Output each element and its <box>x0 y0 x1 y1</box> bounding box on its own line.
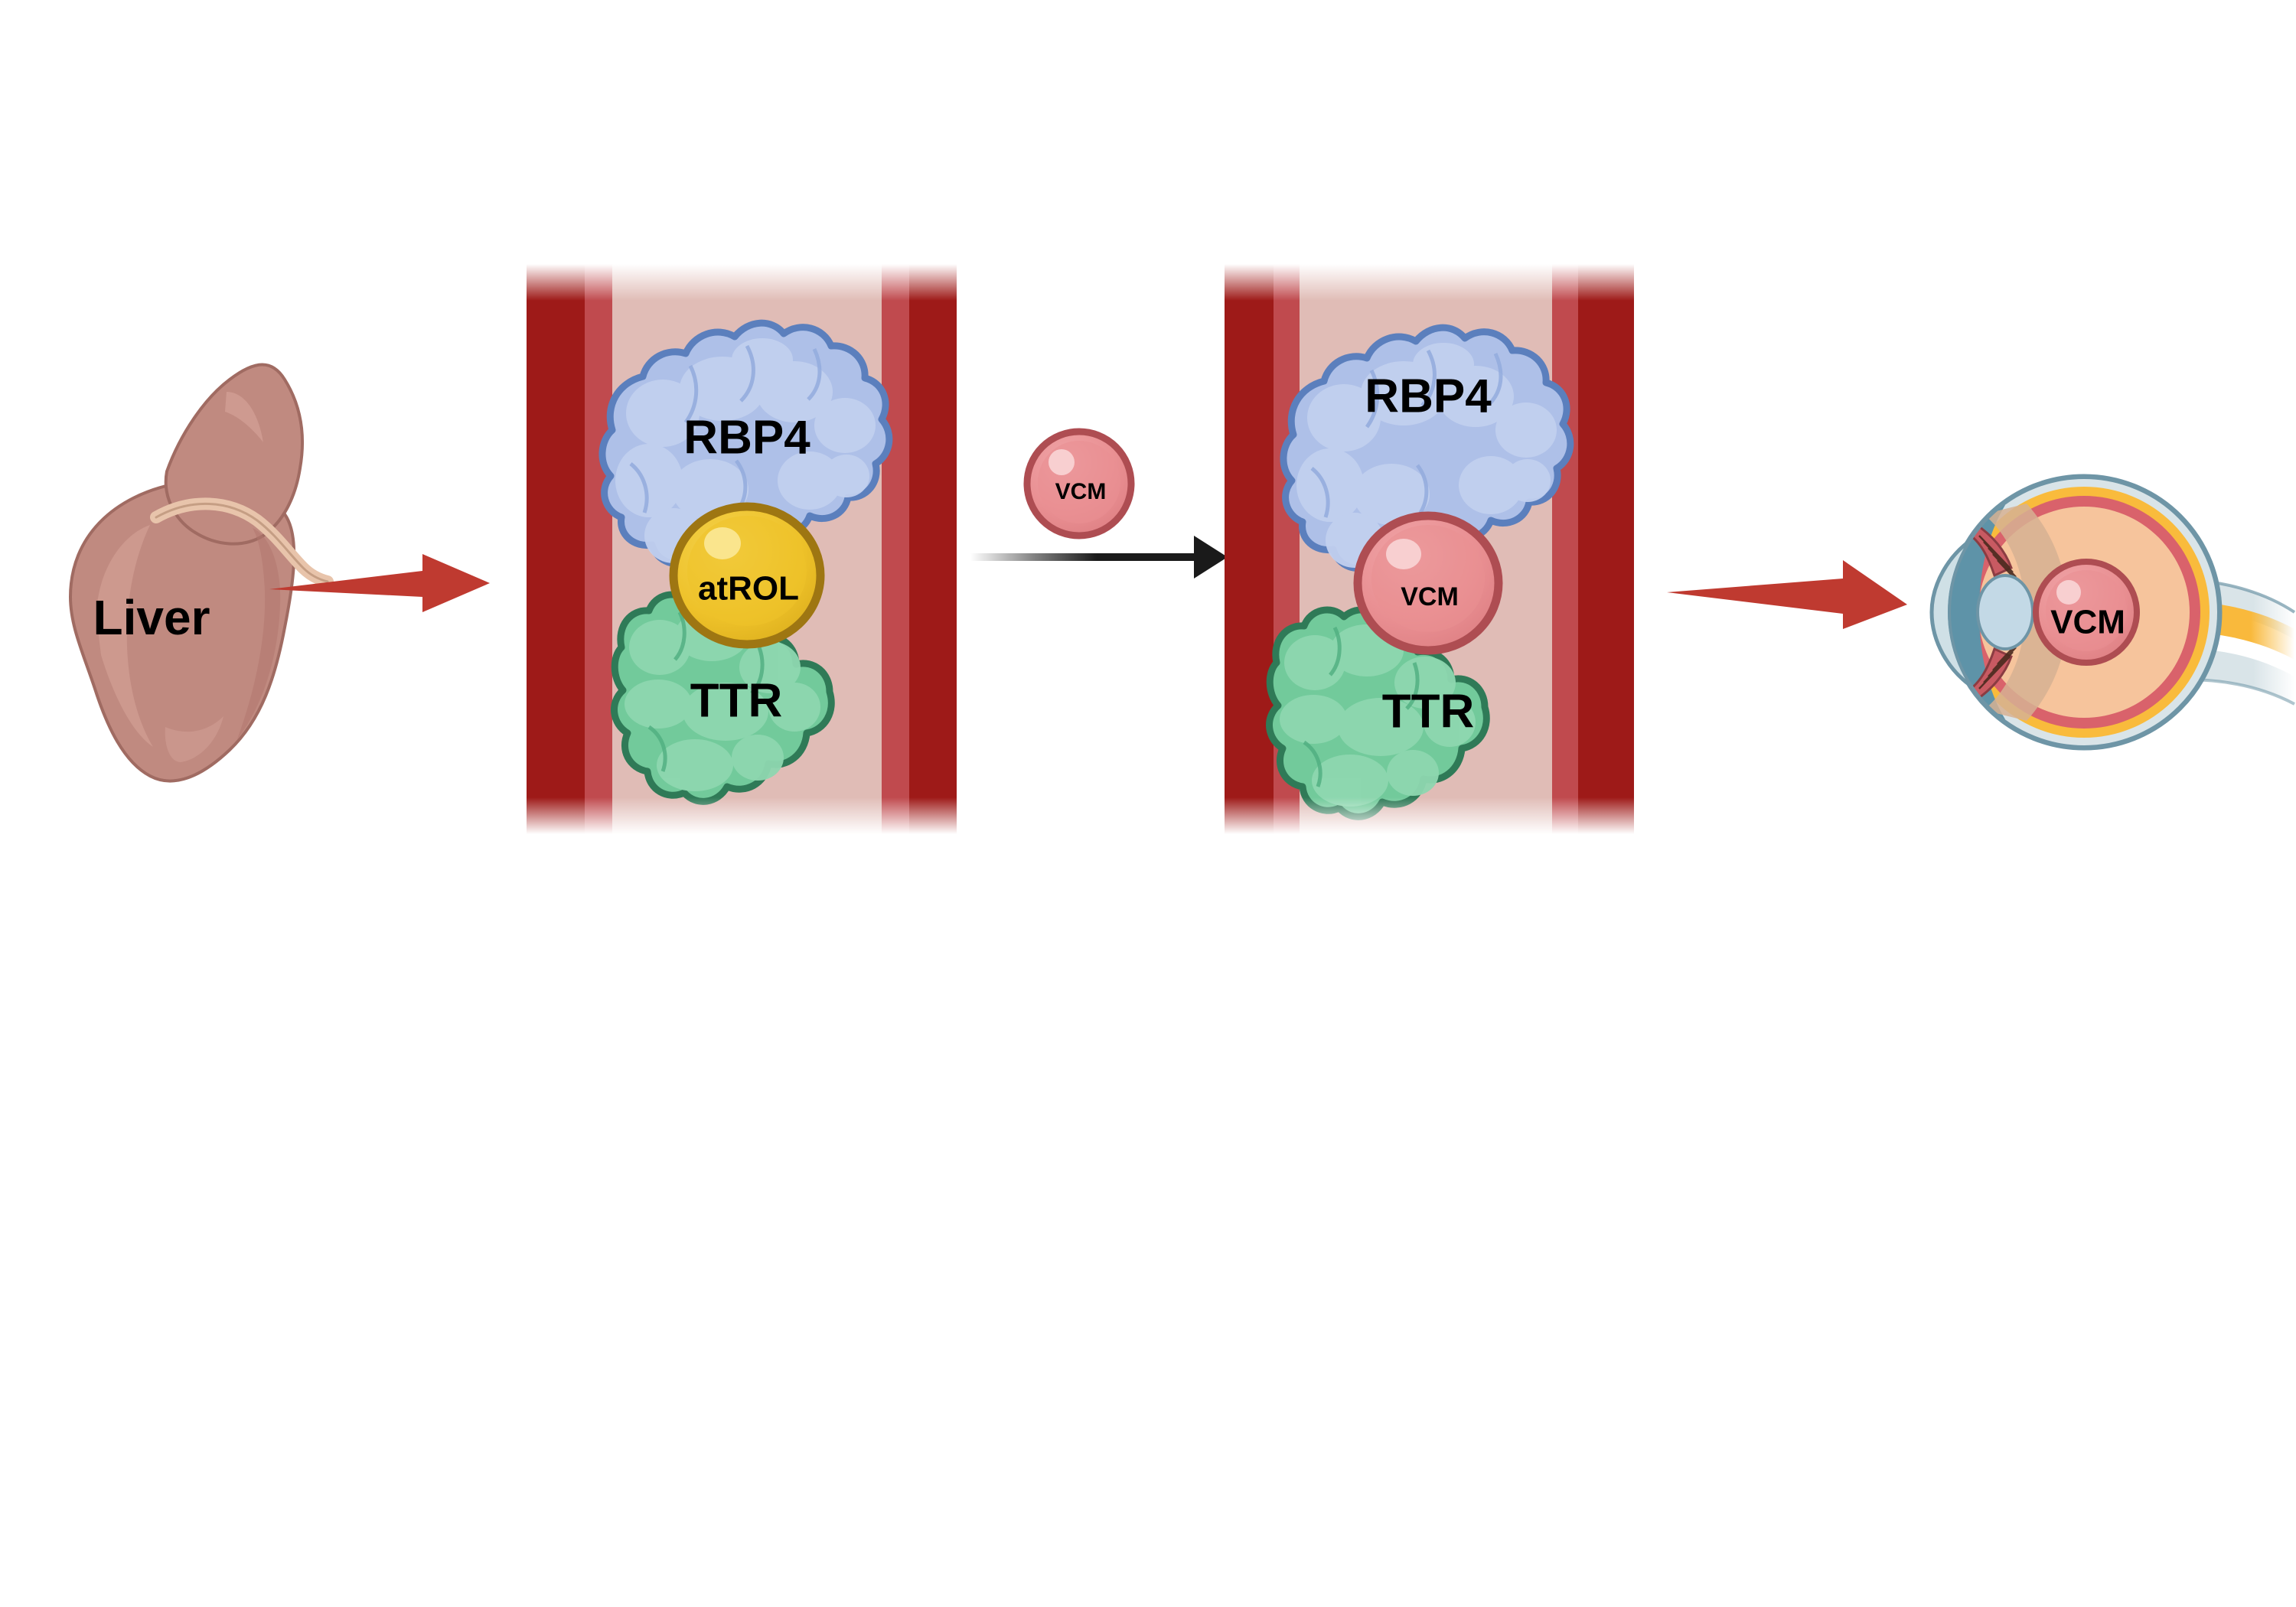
vcm-bound-label: VCM <box>1401 582 1459 611</box>
rbp4-inner-bubbles-1 <box>615 338 876 563</box>
red-arrow-3-shape <box>1667 560 1907 629</box>
vcm-bound-sphere: VCM <box>1353 511 1503 655</box>
red-arrow-liver-to-vessel <box>269 554 490 612</box>
vessel2-wall-outer-right <box>1578 264 1634 834</box>
vessel1-wall-inner-right <box>882 264 909 834</box>
ttr-inner-creases-2 <box>1303 626 1420 787</box>
rbp4-inner-bubbles-2 <box>1296 343 1557 568</box>
ttr-inner-creases-1 <box>647 611 765 772</box>
optic-nerve-sheath-bottom <box>2186 649 2294 704</box>
vessel1-wall-inner-left <box>585 264 612 834</box>
vcm-eye-specular-highlight <box>2056 580 2081 605</box>
vessel1-wall-outer-left <box>527 264 585 834</box>
vessel1-fade-bottom <box>527 797 957 834</box>
black-arrow-head <box>1194 536 1228 579</box>
vessel2-fade-bottom <box>1225 797 1634 834</box>
liver-shadow-right <box>237 528 281 739</box>
vcm-eye-label: VCM <box>2050 604 2125 641</box>
rbp4-inner-creases-1 <box>629 344 822 513</box>
liver-upper-lobe <box>164 363 305 546</box>
vcm-free-label: VCM <box>1055 479 1107 504</box>
vessel1-wall-outer-right <box>909 264 957 834</box>
rbp4-inner-creases-2 <box>1310 349 1503 518</box>
ttr-inner-bubbles-1 <box>625 609 820 791</box>
ttr-label-panel2: TTR <box>1382 685 1475 738</box>
vcm-bound-specular-highlight <box>1386 539 1421 569</box>
eye-lens <box>1976 574 2034 650</box>
vcm-free-molecule: VCM <box>1023 428 1135 539</box>
liver-label: Liver <box>93 590 210 645</box>
ttr-protein-panel2: TTR <box>1266 606 1490 820</box>
rbp4-protein-panel2: RBP4 <box>1280 324 1574 575</box>
vcm-free-specular-highlight <box>1049 449 1075 475</box>
eye-sclera-inner-rim <box>1948 476 2220 748</box>
blood-vessel-panel-2: RBP4 <box>1225 264 1634 834</box>
liver-highlight-left <box>96 525 153 747</box>
rbp4-label-panel2: RBP4 <box>1365 370 1492 422</box>
vessel2-fade-top <box>1225 264 1634 301</box>
liver-highlight-upper <box>225 392 263 442</box>
vessel1-fade-top <box>527 264 957 301</box>
liver-organ: Liver <box>68 363 334 783</box>
rbp4-protein-panel1: RBP4 <box>598 319 893 570</box>
ttr-label-panel1: TTR <box>690 674 783 727</box>
atrol-label: atROL <box>698 570 799 608</box>
liver-ligament-outline <box>155 502 329 583</box>
red-arrow-vessel-to-eye <box>1667 560 1907 629</box>
red-arrow-1-shape <box>269 554 490 612</box>
eye-organ: VCM <box>1929 474 2296 751</box>
atrol-sphere: atROL <box>669 502 825 649</box>
blood-vessel-panel-1: RBP4 <box>527 264 957 834</box>
rbp4-label-panel1: RBP4 <box>683 411 810 464</box>
black-arrow-vcm-binding <box>970 536 1228 579</box>
black-arrow-shaft <box>970 553 1200 561</box>
vessel2-wall-inner-right <box>1552 264 1578 834</box>
atrol-specular-highlight <box>704 527 741 559</box>
vcm-in-eye-sphere: VCM <box>2033 559 2140 666</box>
liver-highlight-low <box>165 716 223 762</box>
vcm-bound-inner <box>1371 525 1485 632</box>
vessel2-wall-outer-left <box>1225 264 1274 834</box>
